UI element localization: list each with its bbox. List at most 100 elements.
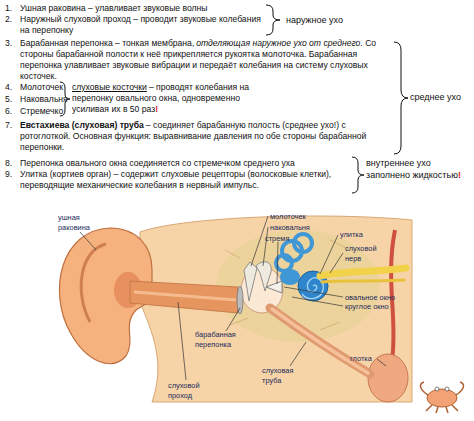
leader-line — [320, 235, 338, 274]
part-label-block: слуховая труба — [262, 366, 312, 385]
part-label-block: стремя — [265, 234, 289, 244]
part-label: слуховой нерв — [345, 244, 377, 263]
list-number-block: 1. — [5, 3, 12, 14]
list-number: 4. — [5, 82, 12, 92]
group-label-block: наружное ухо — [286, 15, 343, 26]
list-number: 3. — [5, 38, 12, 48]
part-label: ушная раковина — [58, 213, 90, 232]
part-label: слуховая труба — [262, 366, 293, 385]
crab-doodle — [421, 382, 464, 413]
exclamation-mark: ! — [155, 104, 158, 114]
list-number: 2. — [5, 14, 12, 24]
leader-line — [178, 302, 186, 380]
list-number: 8. — [5, 158, 12, 168]
list-text: Улитка (кортиев орган) – содержит слухов… — [20, 169, 331, 190]
list-number-block: 9. — [5, 169, 12, 180]
part-label-block: слуховой нерв — [345, 244, 385, 263]
part-label: стремя — [265, 234, 289, 243]
group-label: заполнено жидкостью — [366, 170, 458, 180]
group-label: внутреннее ухо — [366, 158, 431, 168]
list-number-block: 5. — [5, 94, 12, 105]
part-label-block: глотка — [350, 354, 372, 364]
list-number: 6. — [5, 106, 12, 116]
group-label-block: заполнено жидкостью! — [366, 170, 461, 181]
leader-line — [290, 342, 306, 366]
list-number-block: 4. — [5, 82, 12, 93]
middle-ear-brace — [394, 42, 408, 154]
part-label: глотка — [350, 354, 372, 363]
list-text: Ушная раковина – улавливает звуковые вол… — [20, 3, 207, 13]
list-text-underlined-block: слуховые косточки– проводят колебания на… — [72, 82, 257, 115]
part-label: молоточек — [270, 212, 306, 221]
group-label-block: внутреннее ухо — [366, 158, 431, 169]
list-text-block: Ушная раковина – улавливает звуковые вол… — [20, 3, 207, 14]
leader-line — [80, 232, 96, 250]
list-text-block: Наружный слуховой проход – проводит звук… — [20, 14, 265, 36]
part-label-block: слуховой проход — [168, 381, 218, 400]
part-label-block: молоточек — [270, 212, 306, 222]
crab-legs — [421, 382, 464, 413]
list-text: Молоточек — [20, 82, 63, 92]
list-number-block: 8. — [5, 158, 12, 169]
list-text: Наружный слуховой проход – проводит звук… — [20, 14, 261, 35]
list-number-block: 6. — [5, 106, 12, 117]
auditory-nerve — [320, 268, 406, 276]
semicircular-canal — [276, 255, 292, 271]
part-label-block: овальное окно — [345, 293, 395, 303]
ear-canal-highlight — [134, 292, 236, 300]
part-label: слуховой проход — [168, 381, 200, 400]
part-label-block: наковальня — [270, 223, 310, 233]
leader-line — [330, 253, 343, 273]
list-text-bold-block: Евстахиева (слуховая) труба– соединяет б… — [20, 120, 392, 153]
list-text: Перепонка овального окна соединяется со … — [20, 158, 295, 168]
list-text-italic: отделяющая наружное ухо от среднего — [196, 38, 360, 48]
part-label-block: ушная раковина — [58, 213, 98, 232]
part-label: овальное окно — [345, 293, 395, 302]
list-number-block: 7. — [5, 120, 12, 131]
crab-eye — [445, 387, 449, 391]
part-label-block: улитка — [340, 230, 363, 240]
leader-lines — [80, 216, 386, 380]
leader-line — [226, 308, 240, 331]
list-text-block: Перепонка овального окна соединяется со … — [20, 158, 295, 169]
part-label-block: круглое окно — [345, 302, 389, 312]
list-number: 9. — [5, 169, 12, 179]
semicircular-canal — [294, 234, 312, 252]
list-text-underlined: слуховые косточки — [72, 82, 147, 92]
list-number: 7. — [5, 120, 12, 130]
crab-body — [427, 389, 457, 407]
part-label-block: барабанная перепонка — [195, 330, 250, 349]
crab-eye — [435, 387, 439, 391]
list-text: Стремечко — [20, 106, 63, 116]
list-number-block: 3. — [5, 38, 12, 49]
list-text-block: Улитка (кортиев орган) – содержит слухов… — [20, 169, 342, 191]
leader-line — [284, 287, 343, 297]
list-text: Барабанная перепонка – тонкая мембрана, — [20, 38, 194, 48]
stapes — [266, 281, 282, 293]
cochlea-spiral — [302, 278, 323, 299]
exclamation-mark: ! — [458, 170, 461, 180]
outer-ear-brace — [266, 5, 280, 35]
part-label: наковальня — [270, 223, 310, 232]
list-text-block: Стремечко — [20, 106, 63, 117]
eustachian-tube-lumen — [272, 309, 368, 373]
group-label: наружное ухо — [286, 15, 343, 25]
list-number-block: 2. — [5, 14, 12, 25]
part-label: круглое окно — [345, 302, 389, 311]
group-label-block: среднее ухо — [410, 92, 461, 103]
group-label: среднее ухо — [410, 92, 461, 102]
leader-line — [263, 227, 268, 266]
list-text-block: Молоточек — [20, 82, 63, 93]
list-text: Наковальня — [20, 94, 68, 104]
inner-ear-brace — [352, 157, 364, 193]
vestibule — [280, 269, 300, 285]
leader-line — [277, 242, 278, 284]
nerve-branch — [322, 280, 404, 282]
leader-line — [377, 359, 386, 366]
list-number: 1. — [5, 3, 12, 13]
list-text-bold: Евстахиева (слуховая) труба — [20, 120, 144, 130]
part-label: барабанная перепонка — [195, 330, 236, 349]
malleus — [244, 262, 257, 301]
ear-canal — [130, 281, 238, 313]
